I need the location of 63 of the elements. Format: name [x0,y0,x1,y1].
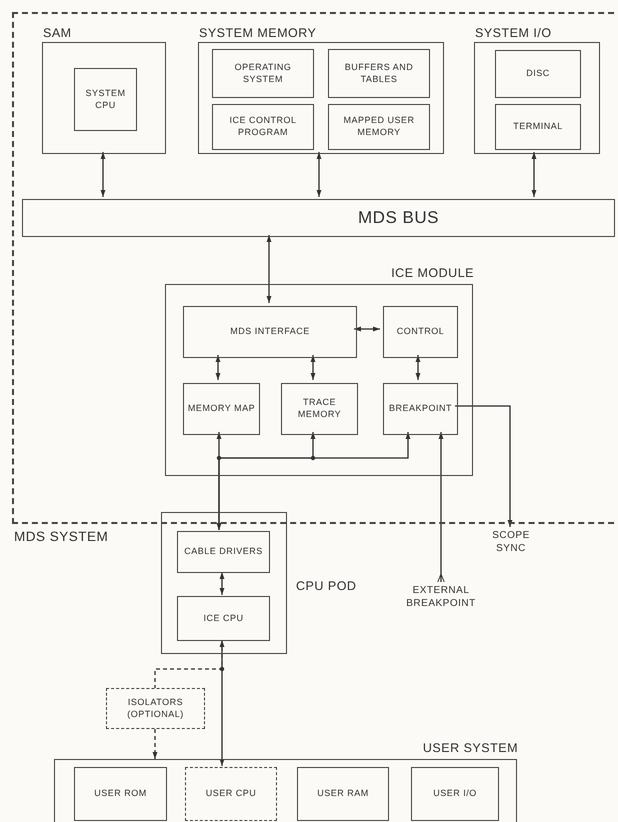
block-box [495,50,581,98]
block-box [212,49,314,98]
block-box [106,688,205,729]
block-box [411,767,499,821]
block-label: USER ROM [93,788,148,800]
block-label: CABLE DRIVERS [183,546,264,558]
group-heading: MDS SYSTEM [14,529,108,544]
connector-arrow [266,235,272,303]
block-label: OPERATING SYSTEM [234,62,292,86]
block-box [281,383,358,435]
signal-label: EXTERNAL BREAKPOINT [405,584,477,610]
group-heading: SAM [43,26,72,40]
block-box [328,49,430,98]
connector-arrow [100,152,106,197]
connector-arrow [310,355,316,380]
block-box [177,596,270,641]
bus-bar [22,199,615,237]
connector-arrow [416,355,420,380]
connector-arrow [220,572,224,595]
block-label: MAPPED USER MEMORY [342,115,416,139]
connector-arrow [216,355,220,380]
signal-label: SCOPE SYNC [491,529,531,555]
block-box [383,383,458,435]
block-label: ICE CPU [202,612,244,624]
block-box [74,767,167,821]
connector-arrow [152,729,158,759]
connector-arrow [532,152,536,197]
block-label: MEMORY MAP [186,403,256,415]
block-box [183,383,260,435]
connector-arrow [354,326,380,332]
block-label: USER RAM [316,788,370,800]
connector-arrow [455,405,512,527]
group-heading: SYSTEM I/O [475,26,552,40]
connector-arrow [316,152,322,197]
block-label: SYSTEM CPU [84,88,126,112]
block-label: ICE CONTROL PROGRAM [228,115,298,139]
block-label: CONTROL [396,326,446,338]
group-heading: CPU POD [296,579,356,593]
block-label: USER CPU [204,788,258,800]
block-label: MDS INTERFACE [229,326,311,338]
block-box [74,68,137,131]
connector-arrow [220,640,224,766]
bus-label: MDS BUS [357,206,440,229]
block-box [185,767,277,821]
block-box [495,104,581,150]
group-heading: SYSTEM MEMORY [199,26,316,40]
block-label: TERMINAL [512,121,564,133]
block-label: USER I/O [432,788,478,800]
block-box [212,104,314,150]
block-box [297,767,389,821]
connector-arrow [216,432,410,530]
block-label: DISC [525,68,551,80]
block-box [383,306,458,358]
connector-arrow [437,432,445,582]
block-label: BUFFERS AND TABLES [344,62,414,86]
block-label: ISOLATORS (OPTIONAL) [126,696,185,720]
block-box [183,306,357,358]
block-label: BREAKPOINT [388,403,453,415]
block-box [328,104,430,150]
block-label: TRACE MEMORY [296,397,342,421]
group-heading: USER SYSTEM [422,741,518,755]
block-box [177,531,270,573]
group-heading: ICE MODULE [391,266,474,280]
